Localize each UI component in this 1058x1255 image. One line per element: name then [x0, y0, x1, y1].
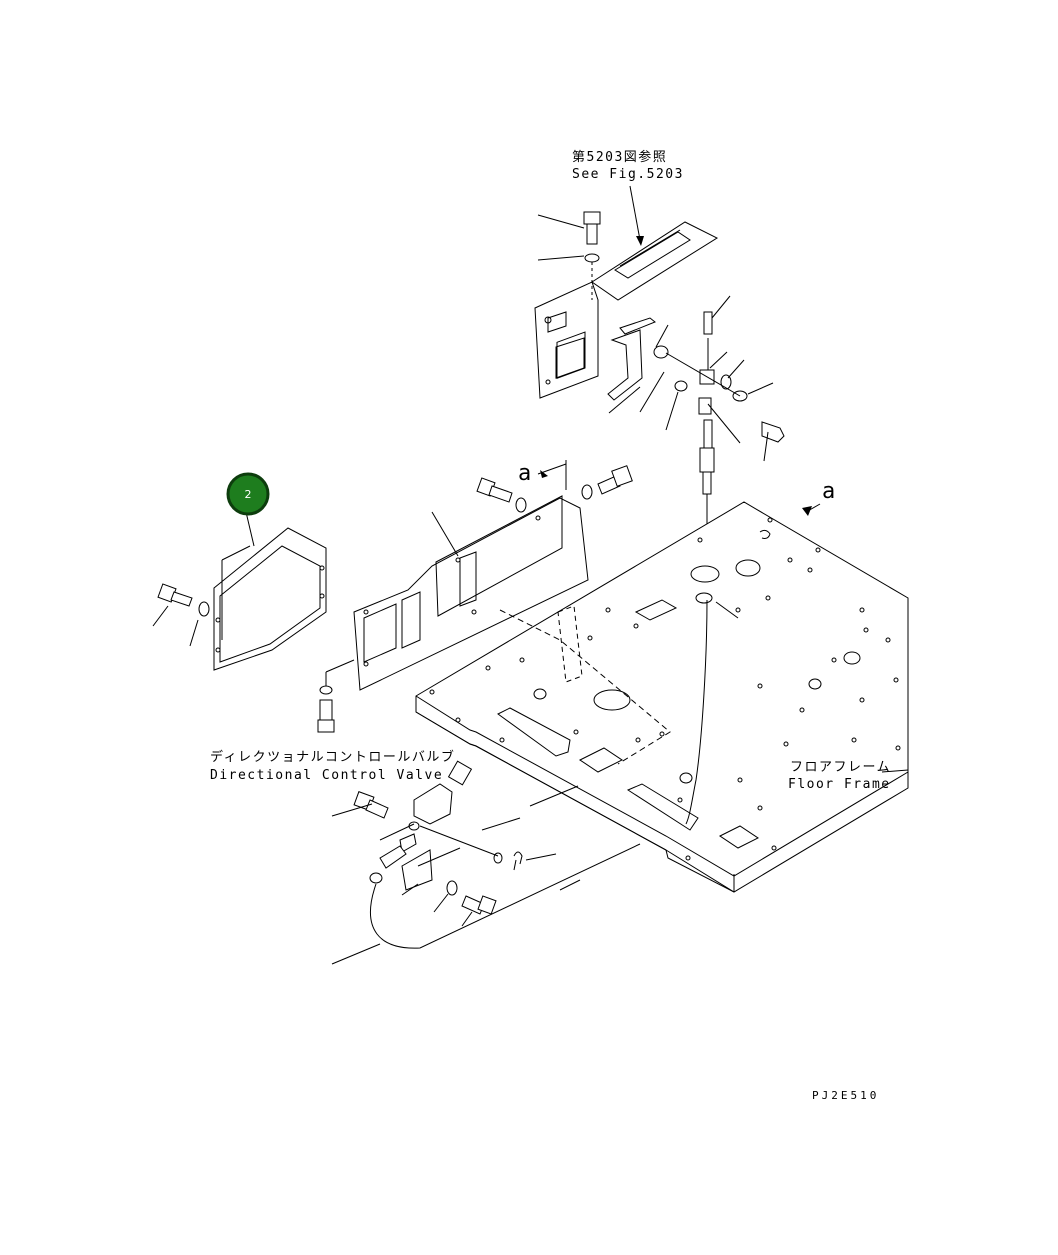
valve-linkage: [331, 760, 641, 965]
drawing-code: PJ2E510: [812, 1089, 879, 1102]
mounting-bolts-a: [476, 460, 633, 513]
floor-frame-label: フロアフレーム Floor Frame: [788, 760, 891, 792]
callout-a-right: a: [822, 479, 835, 504]
lever-bracket-assembly: [534, 185, 785, 600]
callout-a-left: a: [518, 461, 531, 486]
valve-label: ディレクツョナルコントロールバルブ Directional Control Va…: [210, 749, 455, 783]
floor-frame-en: Floor Frame: [788, 777, 891, 792]
see-fig-en: See Fig.5203: [572, 167, 684, 182]
valve-label-jp: ディレクツョナルコントロールバルブ: [210, 749, 455, 765]
part-badge-number[interactable]: 2: [245, 488, 252, 501]
floor-frame: [415, 501, 909, 893]
floor-frame-jp: フロアフレーム: [790, 760, 891, 775]
see-fig-jp: 第5203図参照: [572, 149, 667, 165]
part-badge-circle[interactable]: [226, 472, 270, 516]
part-number-badge[interactable]: 2: [226, 472, 270, 516]
see-fig-label: 第5203図参照 See Fig.5203: [572, 149, 684, 182]
floor-frame-holes: [429, 517, 901, 861]
cover-box: [152, 511, 327, 671]
valve-label-en: Directional Control Valve: [210, 768, 443, 783]
center-plate: [317, 495, 589, 733]
